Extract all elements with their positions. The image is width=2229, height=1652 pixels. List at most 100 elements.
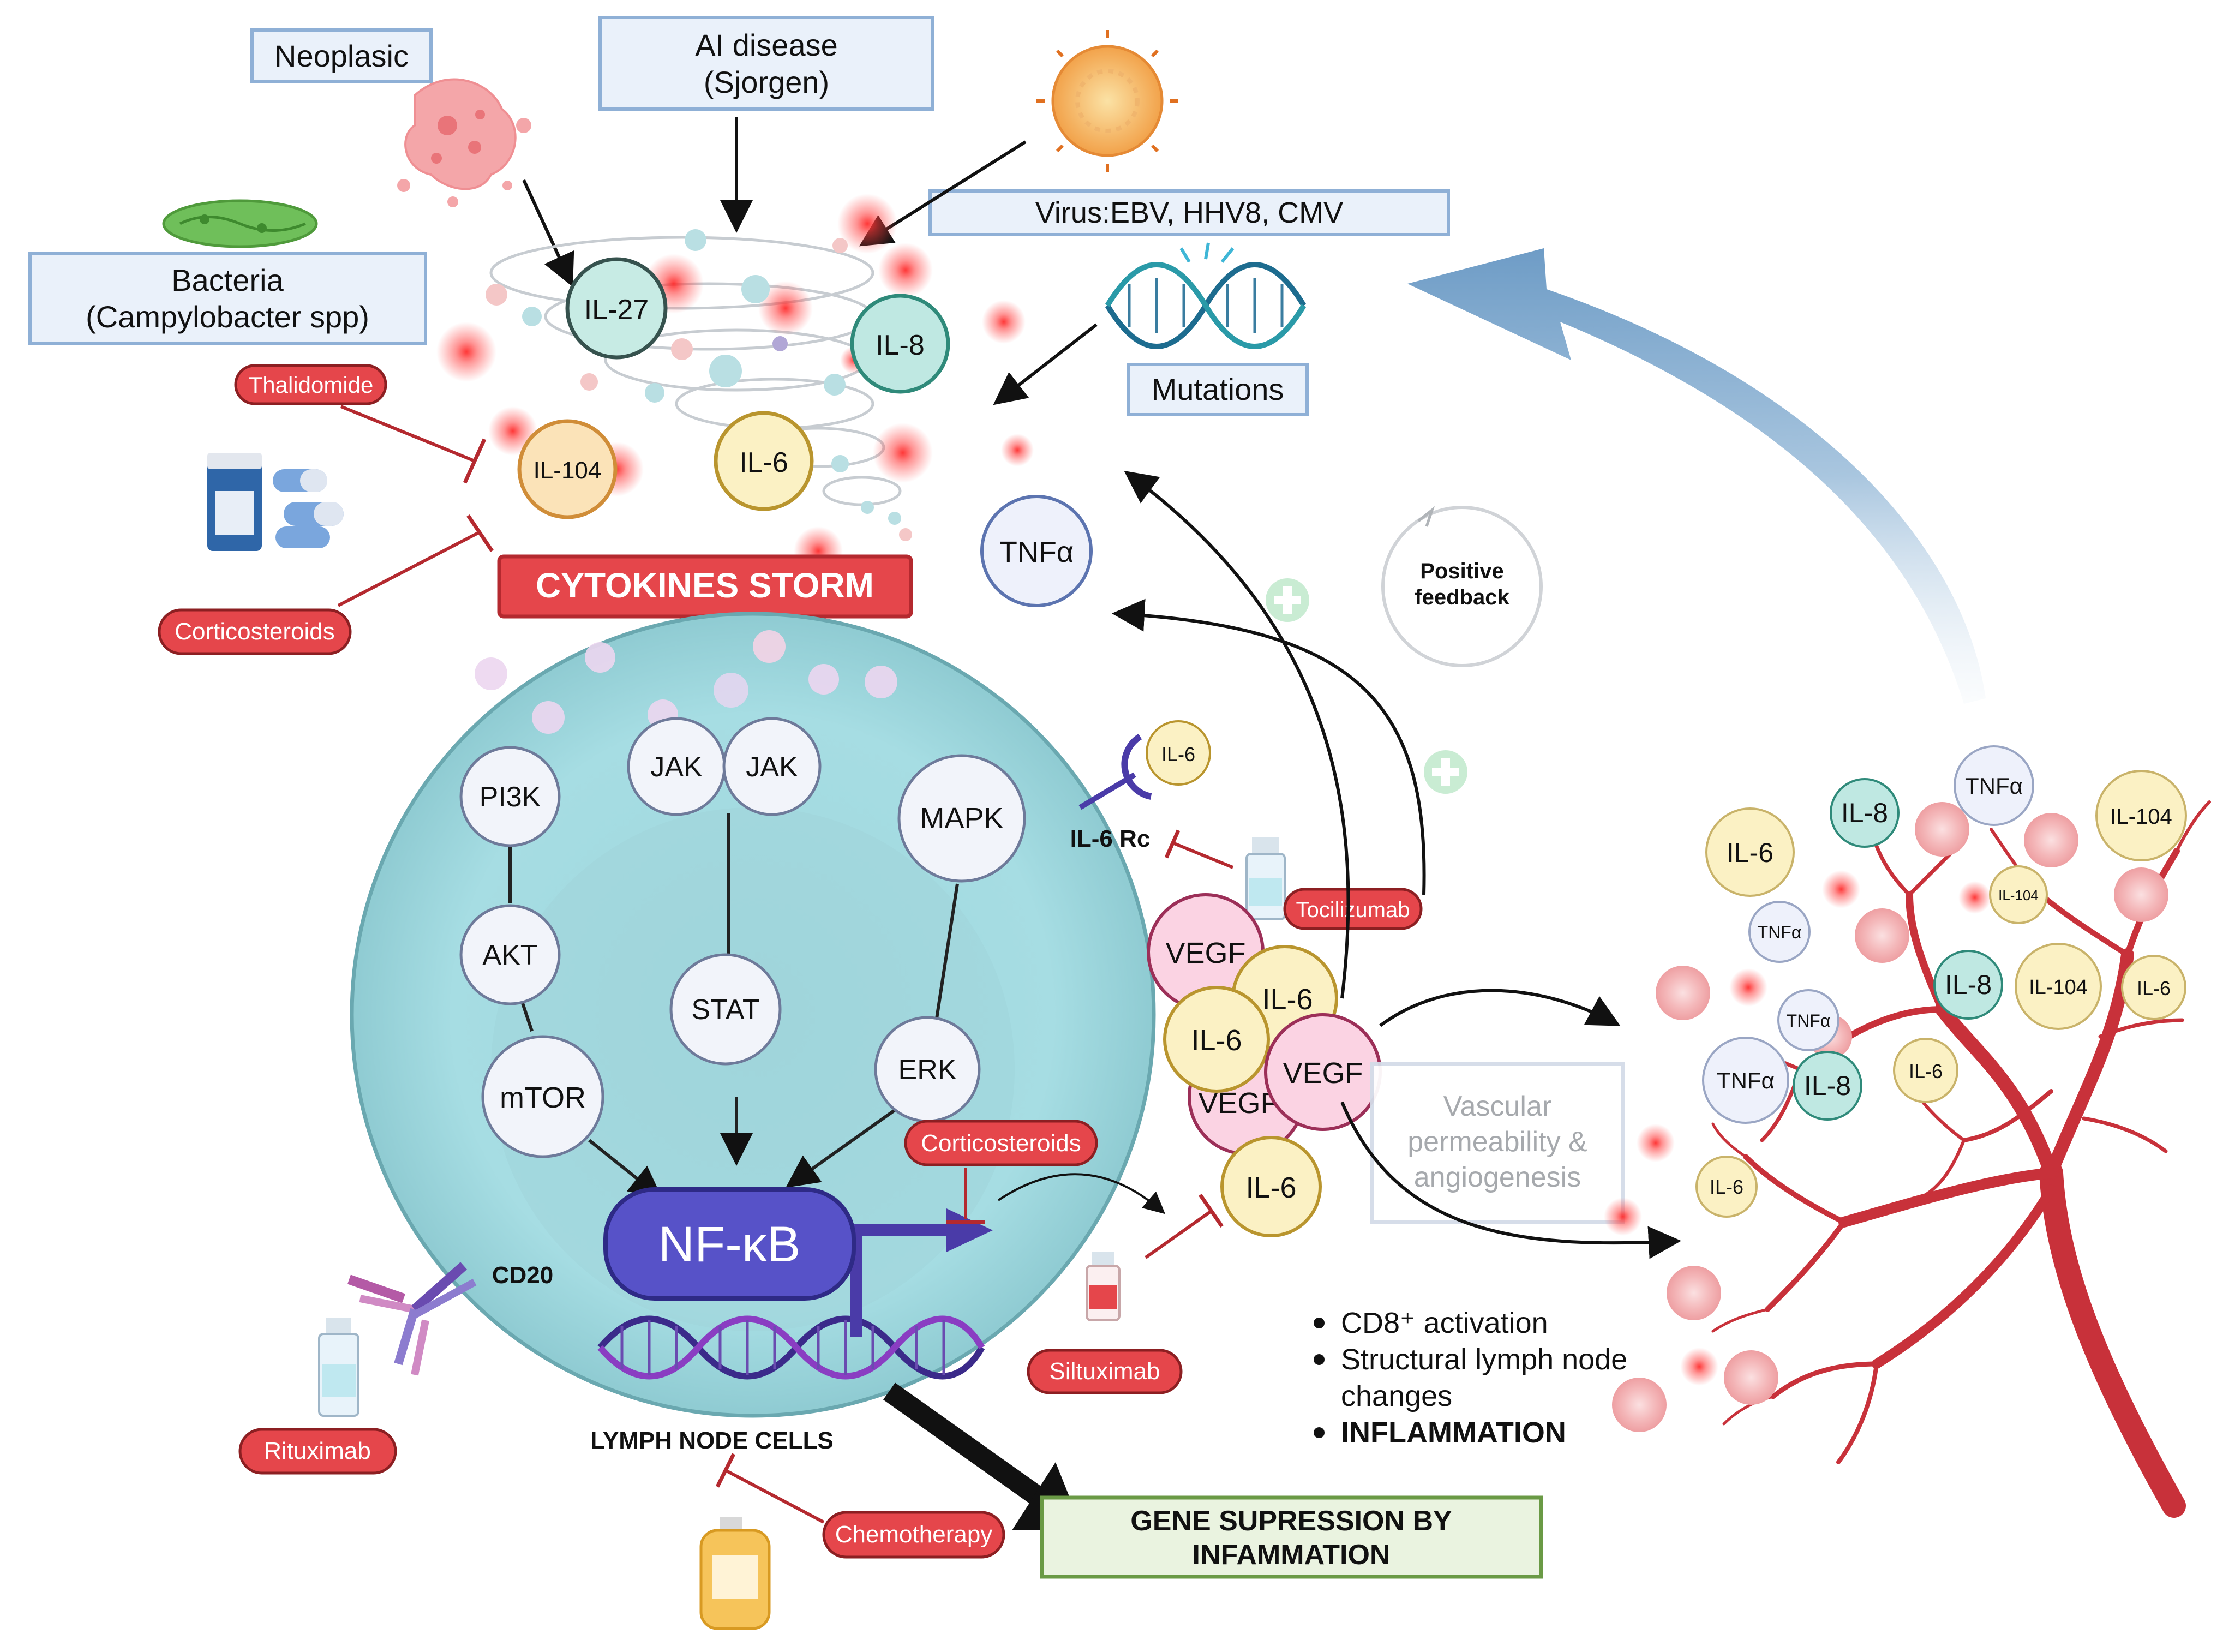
tree-il8-a-label: IL-8 bbox=[1841, 798, 1888, 828]
pill-bottle-icon bbox=[207, 453, 344, 551]
rituximab-drug: Rituximab bbox=[238, 1428, 397, 1475]
nfkb-complex: NF-κB bbox=[603, 1187, 856, 1301]
small-cytokine-dots bbox=[486, 229, 912, 541]
plus-icon-1 bbox=[1266, 578, 1309, 622]
effect-arrows bbox=[1340, 989, 1681, 1259]
tree-il104-c-label: IL-104 bbox=[2029, 976, 2088, 999]
bacteria-icon bbox=[162, 199, 318, 248]
pi3k-label: PI3K bbox=[480, 781, 541, 813]
tree-tnfa-a-label: TNFα bbox=[1965, 773, 2023, 799]
gene-suppression-line2: INFAMMATION bbox=[1193, 1539, 1391, 1571]
tnfa-storm-cytokine: TNFα bbox=[980, 495, 1093, 607]
cytokines-storm-banner: CYTOKINES STORM bbox=[497, 554, 913, 619]
antibody-icon bbox=[347, 1262, 477, 1376]
corticosteroids-top-drug: Corticosteroids bbox=[158, 514, 494, 655]
stat-label: STAT bbox=[691, 994, 759, 1026]
transcription-arrow bbox=[850, 1208, 993, 1337]
bacteria-box bbox=[28, 252, 427, 345]
virus-label: Virus:EBV, HHV8, CMV bbox=[1035, 196, 1343, 229]
positive-feedback-line2: feedback bbox=[1415, 585, 1509, 609]
ai-disease-box bbox=[598, 16, 934, 111]
tree-il8-b: IL-8 bbox=[1933, 950, 2003, 1020]
neoplasic-trigger: Neoplasic bbox=[250, 28, 531, 207]
effect-cd8: CD8⁺ activation bbox=[1341, 1307, 1548, 1339]
positive-feedback-arrows bbox=[1112, 470, 1426, 999]
cell-vesicles bbox=[475, 630, 897, 734]
il6-cluster-c-label: IL-6 bbox=[1245, 1171, 1296, 1204]
rituximab-label: Rituximab bbox=[264, 1438, 371, 1464]
tree-il6-c-label: IL-6 bbox=[1909, 1060, 1943, 1082]
corticosteroids-top-label: Corticosteroids bbox=[175, 618, 334, 645]
tree-il6-b: IL-6 bbox=[2121, 955, 2186, 1020]
tnfa-storm-label: TNFα bbox=[999, 536, 1074, 568]
bacteria-line2: (Campylobacter spp) bbox=[86, 300, 369, 334]
thalidomide-label: Thalidomide bbox=[249, 372, 374, 398]
vascular-line3: angiogenesis bbox=[1414, 1162, 1581, 1193]
plus-icon-2 bbox=[1424, 750, 1467, 794]
tree-il8-c: IL-8 bbox=[1793, 1051, 1862, 1121]
vascular-line1: Vascular bbox=[1443, 1091, 1551, 1122]
vascular-line2: permeability & bbox=[1407, 1126, 1587, 1158]
chemotherapy-label: Chemotherapy bbox=[835, 1521, 993, 1548]
vegf-top: VEGF bbox=[1147, 893, 1265, 1011]
tree-il104-a-label: IL-104 bbox=[2110, 805, 2172, 829]
ai-disease-line2: (Sjorgen) bbox=[704, 65, 829, 99]
bacteria-trigger: Bacteria (Campylobacter spp) bbox=[28, 199, 427, 345]
pi3k-node: PI3K bbox=[459, 746, 561, 847]
stat-node: STAT bbox=[669, 953, 782, 1066]
il6-cluster-b-label: IL-6 bbox=[1191, 1024, 1242, 1057]
tree-il6-d-label: IL-6 bbox=[1710, 1176, 1743, 1198]
il6-ligand-label: IL-6 bbox=[1161, 743, 1195, 765]
pathway-lines bbox=[508, 813, 959, 1199]
ai-disease-line1: AI disease bbox=[695, 28, 838, 62]
tree-il6-a-label: IL-6 bbox=[1727, 837, 1773, 868]
tree-tnfa-c-label: TNFα bbox=[1787, 1011, 1831, 1031]
il6-receptor: IL-6 IL-6 Rc bbox=[1070, 720, 1234, 869]
neoplasic-label: Neoplasic bbox=[274, 39, 409, 73]
vascular-permeability-box: Vascular permeability & angiogenesis bbox=[1370, 1062, 1625, 1224]
red-blood-cells bbox=[1612, 802, 2168, 1432]
effect-inflammation: INFLAMMATION bbox=[1341, 1416, 1566, 1449]
tree-il104-a: IL-104 bbox=[2095, 770, 2187, 861]
il6-cluster-b: IL-6 bbox=[1163, 986, 1270, 1093]
gene-suppression-line1: GENE SUPRESSION BY bbox=[1130, 1505, 1452, 1537]
siltuximab-label: Siltuximab bbox=[1050, 1358, 1160, 1385]
cytokines-storm-title: CYTOKINES STORM bbox=[536, 566, 874, 605]
effects-list: CD8⁺ activation Structural lymph node ch… bbox=[1314, 1307, 1627, 1449]
iv-bag-icon bbox=[699, 1517, 771, 1630]
jak-left-label: JAK bbox=[650, 751, 703, 783]
virus-icon bbox=[1036, 30, 1178, 172]
gene-suppression-arrow-shaft bbox=[883, 1382, 1045, 1506]
mtor-node: mTOR bbox=[481, 1035, 604, 1158]
gene-suppression-box: GENE SUPRESSION BY INFAMMATION bbox=[1040, 1495, 1543, 1579]
tocilizumab-label: Tocilizumab bbox=[1296, 898, 1410, 922]
tree-il6-a: IL-6 bbox=[1705, 807, 1795, 897]
cd20-label: CD20 bbox=[492, 1262, 554, 1289]
tumor-cell-icon bbox=[397, 78, 531, 207]
tocilizumab-drug: Tocilizumab bbox=[1283, 888, 1423, 930]
effect-structural-line2: changes bbox=[1341, 1380, 1452, 1412]
mapk-node: MAPK bbox=[897, 754, 1026, 883]
tree-il8-c-label: IL-8 bbox=[1804, 1070, 1851, 1101]
dna-strand bbox=[597, 1315, 985, 1380]
tree-tnfa-d-label: TNFα bbox=[1717, 1068, 1775, 1093]
tree-tnfa-b: TNFα bbox=[1748, 901, 1811, 963]
ai-disease-trigger: AI disease (Sjorgen) bbox=[598, 16, 934, 111]
virus-trigger: Virus:EBV, HHV8, CMV bbox=[928, 30, 1450, 236]
tree-il104-c: IL-104 bbox=[2015, 943, 2102, 1030]
vegf-front-label: VEGF bbox=[1283, 1057, 1363, 1090]
feedback-curved-arrow bbox=[1407, 248, 1986, 704]
thalidomide-drug: Thalidomide bbox=[234, 364, 487, 484]
positive-feedback-line1: Positive bbox=[1420, 559, 1503, 583]
il27-cytokine: IL-27 bbox=[565, 257, 668, 360]
virus-box bbox=[928, 189, 1450, 236]
il104-cytokine: IL-104 bbox=[517, 419, 618, 519]
dna-icon bbox=[1105, 242, 1307, 349]
vegf-front: VEGF bbox=[1264, 1013, 1382, 1131]
tree-il6-d: IL-6 bbox=[1695, 1156, 1758, 1218]
vial-icon-siltuximab bbox=[1086, 1252, 1121, 1321]
il27-label: IL-27 bbox=[584, 294, 649, 326]
akt-node: AKT bbox=[459, 904, 561, 1005]
